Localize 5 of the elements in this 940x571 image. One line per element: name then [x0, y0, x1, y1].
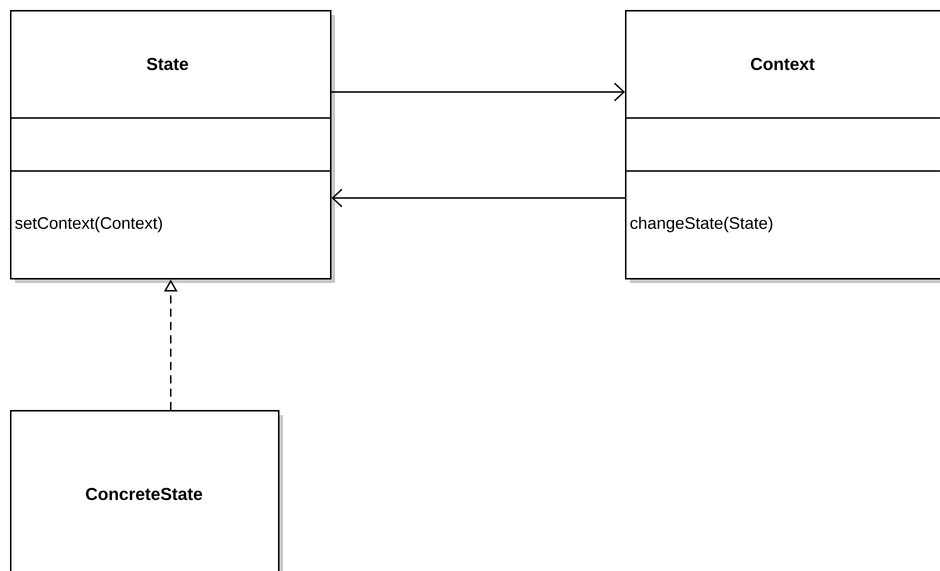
- class-box: Context changeState(State): [625, 10, 940, 283]
- arrow: [331, 188, 625, 208]
- class-box: ConcreteState: [10, 410, 283, 571]
- arrow: [331, 82, 625, 102]
- class-box: State setContext(Context): [10, 10, 335, 283]
